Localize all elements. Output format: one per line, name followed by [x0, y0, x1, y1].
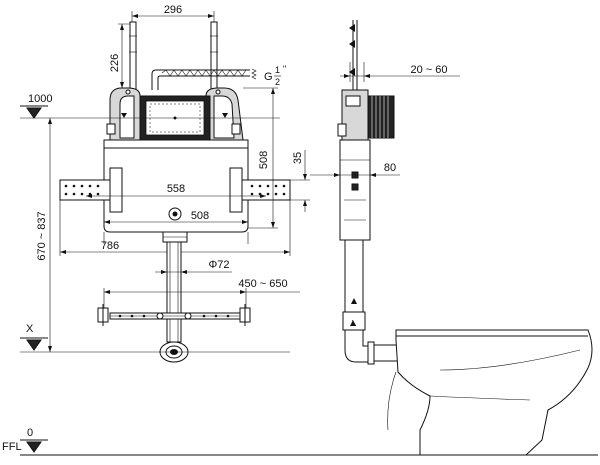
- side-tank: [339, 139, 371, 241]
- height-range-label: 670 ~ 837: [36, 211, 48, 260]
- tank-height-dimension: 508: [243, 87, 278, 229]
- level-1000-marker: 1000: [20, 93, 280, 119]
- outlet-pipe: [159, 231, 189, 363]
- mounting-brackets: [59, 167, 291, 213]
- support-rods: [129, 21, 218, 97]
- inlet-hose: G 1 2 ": [151, 64, 286, 90]
- top-width-dimension: 296: [131, 4, 215, 22]
- depth-dimension: 80: [310, 162, 400, 177]
- wall-offset-dimension: 20 ~ 60: [340, 62, 460, 82]
- toilet-bowl: [387, 329, 593, 456]
- side-rod: [349, 20, 358, 92]
- pipe-diameter-label: Φ72: [208, 259, 229, 271]
- inlet-fraction-numerator: 1: [275, 65, 280, 75]
- level-top-label: 1000: [28, 93, 52, 105]
- ffl-value: 0: [27, 427, 33, 439]
- foot-range-dimension: 450 ~ 650: [103, 278, 300, 312]
- frame-width-label: 558: [167, 183, 185, 195]
- side-view: 20 ~ 60 80: [310, 20, 593, 456]
- overall-width-label: 786: [101, 240, 119, 252]
- side-cistern-top: [337, 89, 395, 141]
- bracket-offset-label: 35: [292, 152, 304, 164]
- top-width-label: 296: [164, 4, 182, 16]
- front-view: 296 226 G 1 2: [2, 4, 598, 456]
- frame-height-dimension: 226: [109, 23, 135, 89]
- inlet-unit: ": [283, 64, 286, 74]
- tank-height-label: 508: [258, 151, 270, 169]
- foot-rail: [97, 304, 251, 326]
- tank-width-label: 508: [191, 210, 209, 222]
- height-range-dimension: 670 ~ 837: [36, 118, 52, 352]
- depth-label: 80: [384, 162, 396, 174]
- pipe-diameter-dimension: Φ72: [155, 259, 232, 274]
- tank-body: [103, 139, 249, 233]
- bracket-offset-dimension: 35: [290, 150, 310, 212]
- foot-range-label: 450 ~ 650: [238, 278, 287, 290]
- wall-offset-label: 20 ~ 60: [410, 64, 447, 76]
- tank-width-dimension: 508: [103, 210, 249, 244]
- level-x-label: X: [26, 323, 34, 335]
- ffl-label: FFL: [2, 441, 22, 453]
- inlet-fraction-denominator: 2: [275, 77, 280, 87]
- frame-height-label: 226: [109, 54, 121, 72]
- frame-width-dimension: 558: [86, 183, 266, 198]
- inlet-label: G: [264, 71, 273, 83]
- upper-frame: [106, 87, 244, 141]
- level-x-marker: X: [20, 323, 290, 353]
- overall-width-dimension: 786: [59, 200, 291, 256]
